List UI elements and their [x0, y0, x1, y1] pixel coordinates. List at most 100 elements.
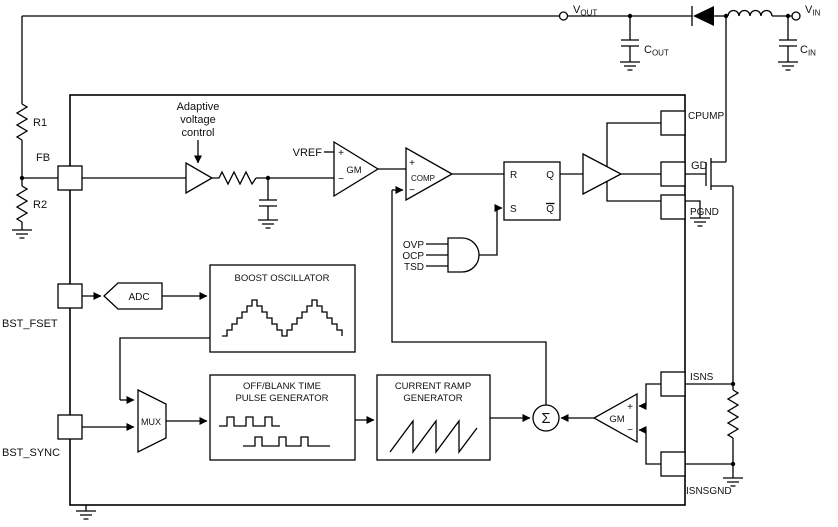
error-amp-label: GM — [346, 165, 361, 176]
cout-label-sub: OUT — [652, 49, 669, 58]
comparator-label: COMP — [411, 174, 435, 183]
error-amp-minus-sign: − — [338, 174, 344, 185]
pin-isns-label: ISNS — [690, 372, 714, 383]
pin-bst-sync-label: BST_SYNC — [2, 447, 60, 459]
r2-label: R2 — [33, 199, 47, 211]
cin-label: CIN — [800, 44, 816, 58]
cpump-supply-wire — [606, 122, 661, 167]
vin-label-main: V — [805, 4, 813, 16]
summer-to-comparator-wire — [391, 190, 547, 405]
adc-label: ADC — [128, 292, 149, 303]
oscillator-staircase-waveform — [222, 299, 343, 337]
sense-amp-minus-sign: − — [627, 425, 633, 436]
cout-capacitor — [621, 16, 639, 62]
pgnd-return-wire — [606, 181, 661, 202]
vout-terminal — [558, 11, 569, 21]
output-rail: VOUT COUT VIN CIN — [22, 4, 821, 71]
pin-bst-fset — [57, 283, 83, 309]
mux-label: MUX — [141, 417, 161, 427]
ramp-waveform — [389, 419, 478, 454]
sense-amp-triangle — [592, 392, 638, 444]
cin-capacitor — [779, 16, 797, 62]
cin-label-main: C — [800, 44, 808, 56]
isns-junction-dot — [730, 381, 736, 387]
pin-pgnd-label: PGND — [690, 207, 719, 218]
r2-resistor — [15, 185, 29, 223]
sense-amp-label: GM — [609, 414, 624, 425]
sense-amp-plus-sign: + — [627, 402, 633, 413]
sense-resistor — [726, 389, 740, 439]
boost-oscillator-box — [209, 264, 356, 353]
pin-cpump — [660, 110, 686, 136]
fault-out-wire — [479, 208, 498, 256]
fault-input-wires — [426, 243, 448, 267]
pin-fb-label: FB — [36, 152, 50, 164]
summing-node — [532, 404, 560, 432]
pin-isnsgnd-label: ISNSGND — [686, 486, 732, 497]
rs-latch — [503, 161, 561, 221]
pin-gd — [660, 161, 686, 187]
fault-logic: OVP OCP TSD — [402, 204, 503, 273]
pulse-waveform-2 — [243, 436, 330, 447]
ic-pins: FB BST_FSET BST_SYNC CPUMP GD PGND ISNS … — [2, 110, 732, 497]
vout-label-sub: OUT — [580, 9, 597, 18]
latch-s-label: S — [510, 204, 517, 215]
clock-mux — [137, 388, 167, 454]
mosfet-drain-wire — [711, 16, 727, 163]
pin-isns — [660, 371, 686, 397]
mosfet-source-wire — [711, 185, 734, 390]
cout-label-main: C — [644, 44, 652, 56]
oscillator-section: ADC BOOST OSCILLATOR — [82, 264, 356, 353]
current-sense-section: Σ + − GM — [532, 383, 661, 465]
r1-resistor — [15, 103, 29, 141]
adaptive-control-line1: Adaptive — [177, 101, 220, 113]
divider-ground-symbol — [12, 222, 32, 239]
pin-isnsgnd — [660, 451, 686, 477]
vin-terminal — [791, 11, 801, 21]
vout-label: VOUT — [573, 4, 597, 18]
fault-and-gate — [447, 237, 480, 273]
pin-pgnd — [660, 194, 686, 220]
pin-fb — [57, 165, 83, 191]
ovp-label: OVP — [403, 240, 424, 251]
ramp-generator-title2: GENERATOR — [403, 393, 462, 404]
sense-ground-symbol — [723, 477, 743, 487]
adaptive-control-line3: control — [181, 127, 214, 139]
pin-bst-fset-label: BST_FSET — [2, 318, 58, 330]
vref-label: VREF — [293, 147, 323, 159]
comparator-minus-sign: − — [409, 185, 415, 196]
pulse-waveform-1 — [219, 416, 280, 427]
pulse-generator-title1: OFF/BLANK TIME — [243, 381, 321, 392]
gate-driver-triangle — [582, 152, 623, 196]
compensation-ground-symbol — [258, 219, 278, 229]
error-amp-triangle — [333, 140, 380, 198]
cout-label: COUT — [644, 44, 669, 58]
feedback-divider: R1 R2 — [12, 16, 58, 239]
vin-label-sub: IN — [812, 9, 820, 18]
boost-inductor — [727, 9, 773, 17]
cin-label-sub: IN — [808, 49, 816, 58]
pin-gd-label: GD — [691, 160, 708, 172]
fb-buffer-amp — [185, 161, 214, 195]
pwm-comparator-triangle — [405, 146, 454, 202]
boost-diode — [693, 6, 714, 26]
r1-label: R1 — [33, 117, 47, 129]
ramp-generator-box — [376, 374, 491, 461]
latch-q-label: Q — [546, 170, 554, 181]
pgnd-ground-symbol — [685, 200, 710, 227]
compensation-capacitor — [259, 178, 277, 220]
timing-section: MUX OFF/BLANK TIME PULSE GENERATOR CURRE… — [82, 337, 531, 461]
latch-and-driver: R Q S Q — [503, 122, 661, 221]
ramp-generator-title1: CURRENT RAMP — [395, 381, 471, 392]
tsd-label: TSD — [404, 262, 424, 273]
vout-label-main: V — [573, 4, 581, 16]
summer-sigma-label: Σ — [542, 411, 551, 427]
isns-internal-wire — [645, 383, 661, 406]
pin-cpump-label: CPUMP — [688, 111, 724, 122]
cin-ground-symbol — [778, 61, 798, 71]
pulse-generator-title2: PULSE GENERATOR — [235, 393, 328, 404]
cout-ground-symbol — [620, 61, 640, 71]
vin-label: VIN — [805, 4, 821, 18]
compensation-resistor — [212, 170, 257, 186]
